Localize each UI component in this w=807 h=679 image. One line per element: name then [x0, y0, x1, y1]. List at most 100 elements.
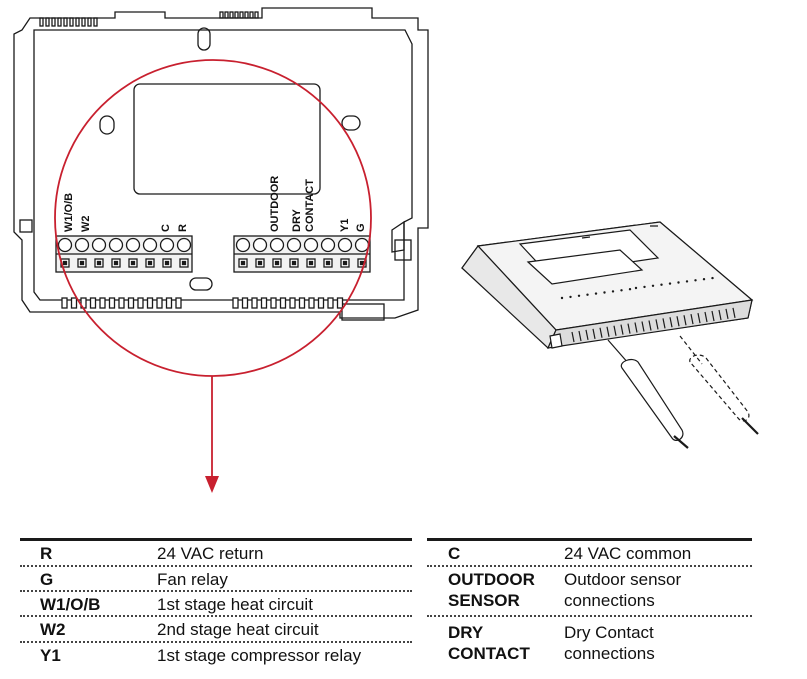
terminal-block-right — [233, 235, 371, 273]
legend-desc: 2nd stage heat circuit — [157, 620, 319, 639]
vent-slot — [571, 331, 575, 343]
highlight-circle — [54, 59, 372, 377]
terminal-clamp-hole — [308, 260, 314, 266]
vent-slot — [308, 297, 315, 309]
vent-slot — [224, 11, 229, 19]
vent-dot — [594, 292, 598, 295]
vent-dot — [668, 282, 672, 285]
vent-slot — [718, 309, 722, 321]
legend-code: W1/O/B — [40, 595, 101, 614]
vent-slot — [229, 11, 234, 19]
terminal-screw — [235, 237, 251, 253]
vent-slot — [676, 316, 680, 327]
vent-slot — [690, 314, 694, 325]
legend-right-column: C 24 VAC common OUTDOOR SENSOR Outdoor s… — [427, 538, 752, 673]
legend-code: C — [448, 544, 461, 563]
legend-desc: Outdoor sensor — [564, 570, 682, 589]
vent-slot — [732, 307, 736, 318]
legend-code: Y1 — [40, 646, 61, 665]
vent-dot — [660, 283, 663, 286]
terminal-screw — [337, 237, 353, 253]
vent-slot — [118, 297, 125, 309]
vent-dot — [694, 279, 697, 282]
vent-slot — [260, 297, 268, 309]
terminal-screw — [159, 237, 175, 253]
vent-slot — [93, 17, 98, 27]
terminal-screw — [176, 237, 192, 253]
vent-slot — [578, 330, 582, 342]
vent-slot — [711, 310, 715, 322]
vent-dot — [577, 294, 581, 297]
legend-desc: connections — [564, 591, 655, 610]
vent-dot — [586, 293, 589, 296]
label-g: G — [355, 223, 367, 232]
vent-slot — [641, 321, 645, 332]
terminal-screw — [354, 237, 370, 253]
vent-slot — [156, 297, 163, 309]
vent-slot — [254, 11, 259, 19]
terminal-clamp-hole — [181, 260, 187, 266]
vent-slot — [585, 329, 589, 341]
legend-desc: 1st stage compressor relay — [157, 646, 362, 665]
label-y1: Y1 — [339, 219, 351, 232]
vent-dot — [702, 278, 706, 281]
vent-slot — [599, 327, 603, 338]
legend-row: W2 2nd stage heat circuit — [20, 617, 412, 643]
terminal-screw — [57, 237, 73, 253]
callout-arrow-head — [205, 476, 219, 493]
terminal-clamp-hole — [113, 260, 119, 266]
vent-slot — [289, 297, 296, 309]
terminal-clamp-hole — [274, 260, 280, 266]
vent-dot — [628, 288, 632, 291]
vent-dot — [611, 290, 615, 293]
legend-row: R 24 VAC return — [20, 541, 412, 567]
vent-dot — [620, 289, 623, 292]
terminal-clamp-hole — [359, 260, 365, 266]
label-outdoor: OUTDOOR — [269, 176, 281, 232]
vent-slot — [613, 325, 617, 336]
terminal-clamp-hole — [164, 260, 170, 266]
vent-slot — [63, 17, 68, 27]
vent-slot — [39, 17, 44, 27]
vent-slot — [219, 11, 224, 19]
label-r: R — [177, 224, 189, 232]
vent-slot — [70, 297, 78, 309]
terminal-clamp-hole — [147, 260, 153, 266]
vent-slot — [99, 297, 106, 309]
vent-slot — [606, 326, 610, 337]
vent-slot — [45, 17, 50, 27]
vent-slot — [279, 297, 287, 309]
vent-dot — [643, 285, 646, 289]
legend-code: R — [40, 544, 53, 563]
vent-slot — [175, 297, 182, 309]
legend-code: SENSOR — [448, 591, 520, 610]
legend-desc: 24 VAC return — [157, 544, 264, 563]
vent-dot — [603, 291, 606, 294]
vent-dot — [634, 286, 638, 290]
top-vents — [39, 11, 259, 27]
terminal-screw — [91, 237, 107, 253]
terminal-screw — [108, 237, 124, 253]
label-w2: W2 — [80, 216, 92, 233]
vent-slot — [146, 297, 154, 309]
vent-slot — [592, 328, 596, 339]
vent-slot — [232, 297, 239, 309]
label-dry: DRY — [291, 209, 303, 232]
vent-slot — [627, 323, 631, 334]
vent-slot — [165, 297, 173, 309]
legend-desc: 24 VAC common — [564, 544, 692, 563]
vent-slot — [81, 17, 86, 27]
terminal-screw — [269, 237, 285, 253]
terminal-screw — [303, 237, 319, 253]
vent-slot — [251, 297, 258, 309]
vent-slot — [270, 297, 277, 309]
legend-row: DRY CONTACT Dry Contact connections — [427, 617, 752, 673]
vent-slot — [108, 297, 116, 309]
legend-code: DRY — [448, 623, 484, 642]
vent-slot — [704, 311, 708, 323]
vent-slot — [51, 17, 56, 27]
legend-row: W1/O/B 1st stage heat circuit — [20, 592, 412, 617]
vent-slot — [648, 320, 652, 331]
terminal-clamp-hole — [96, 260, 102, 266]
vent-slot — [317, 297, 325, 309]
